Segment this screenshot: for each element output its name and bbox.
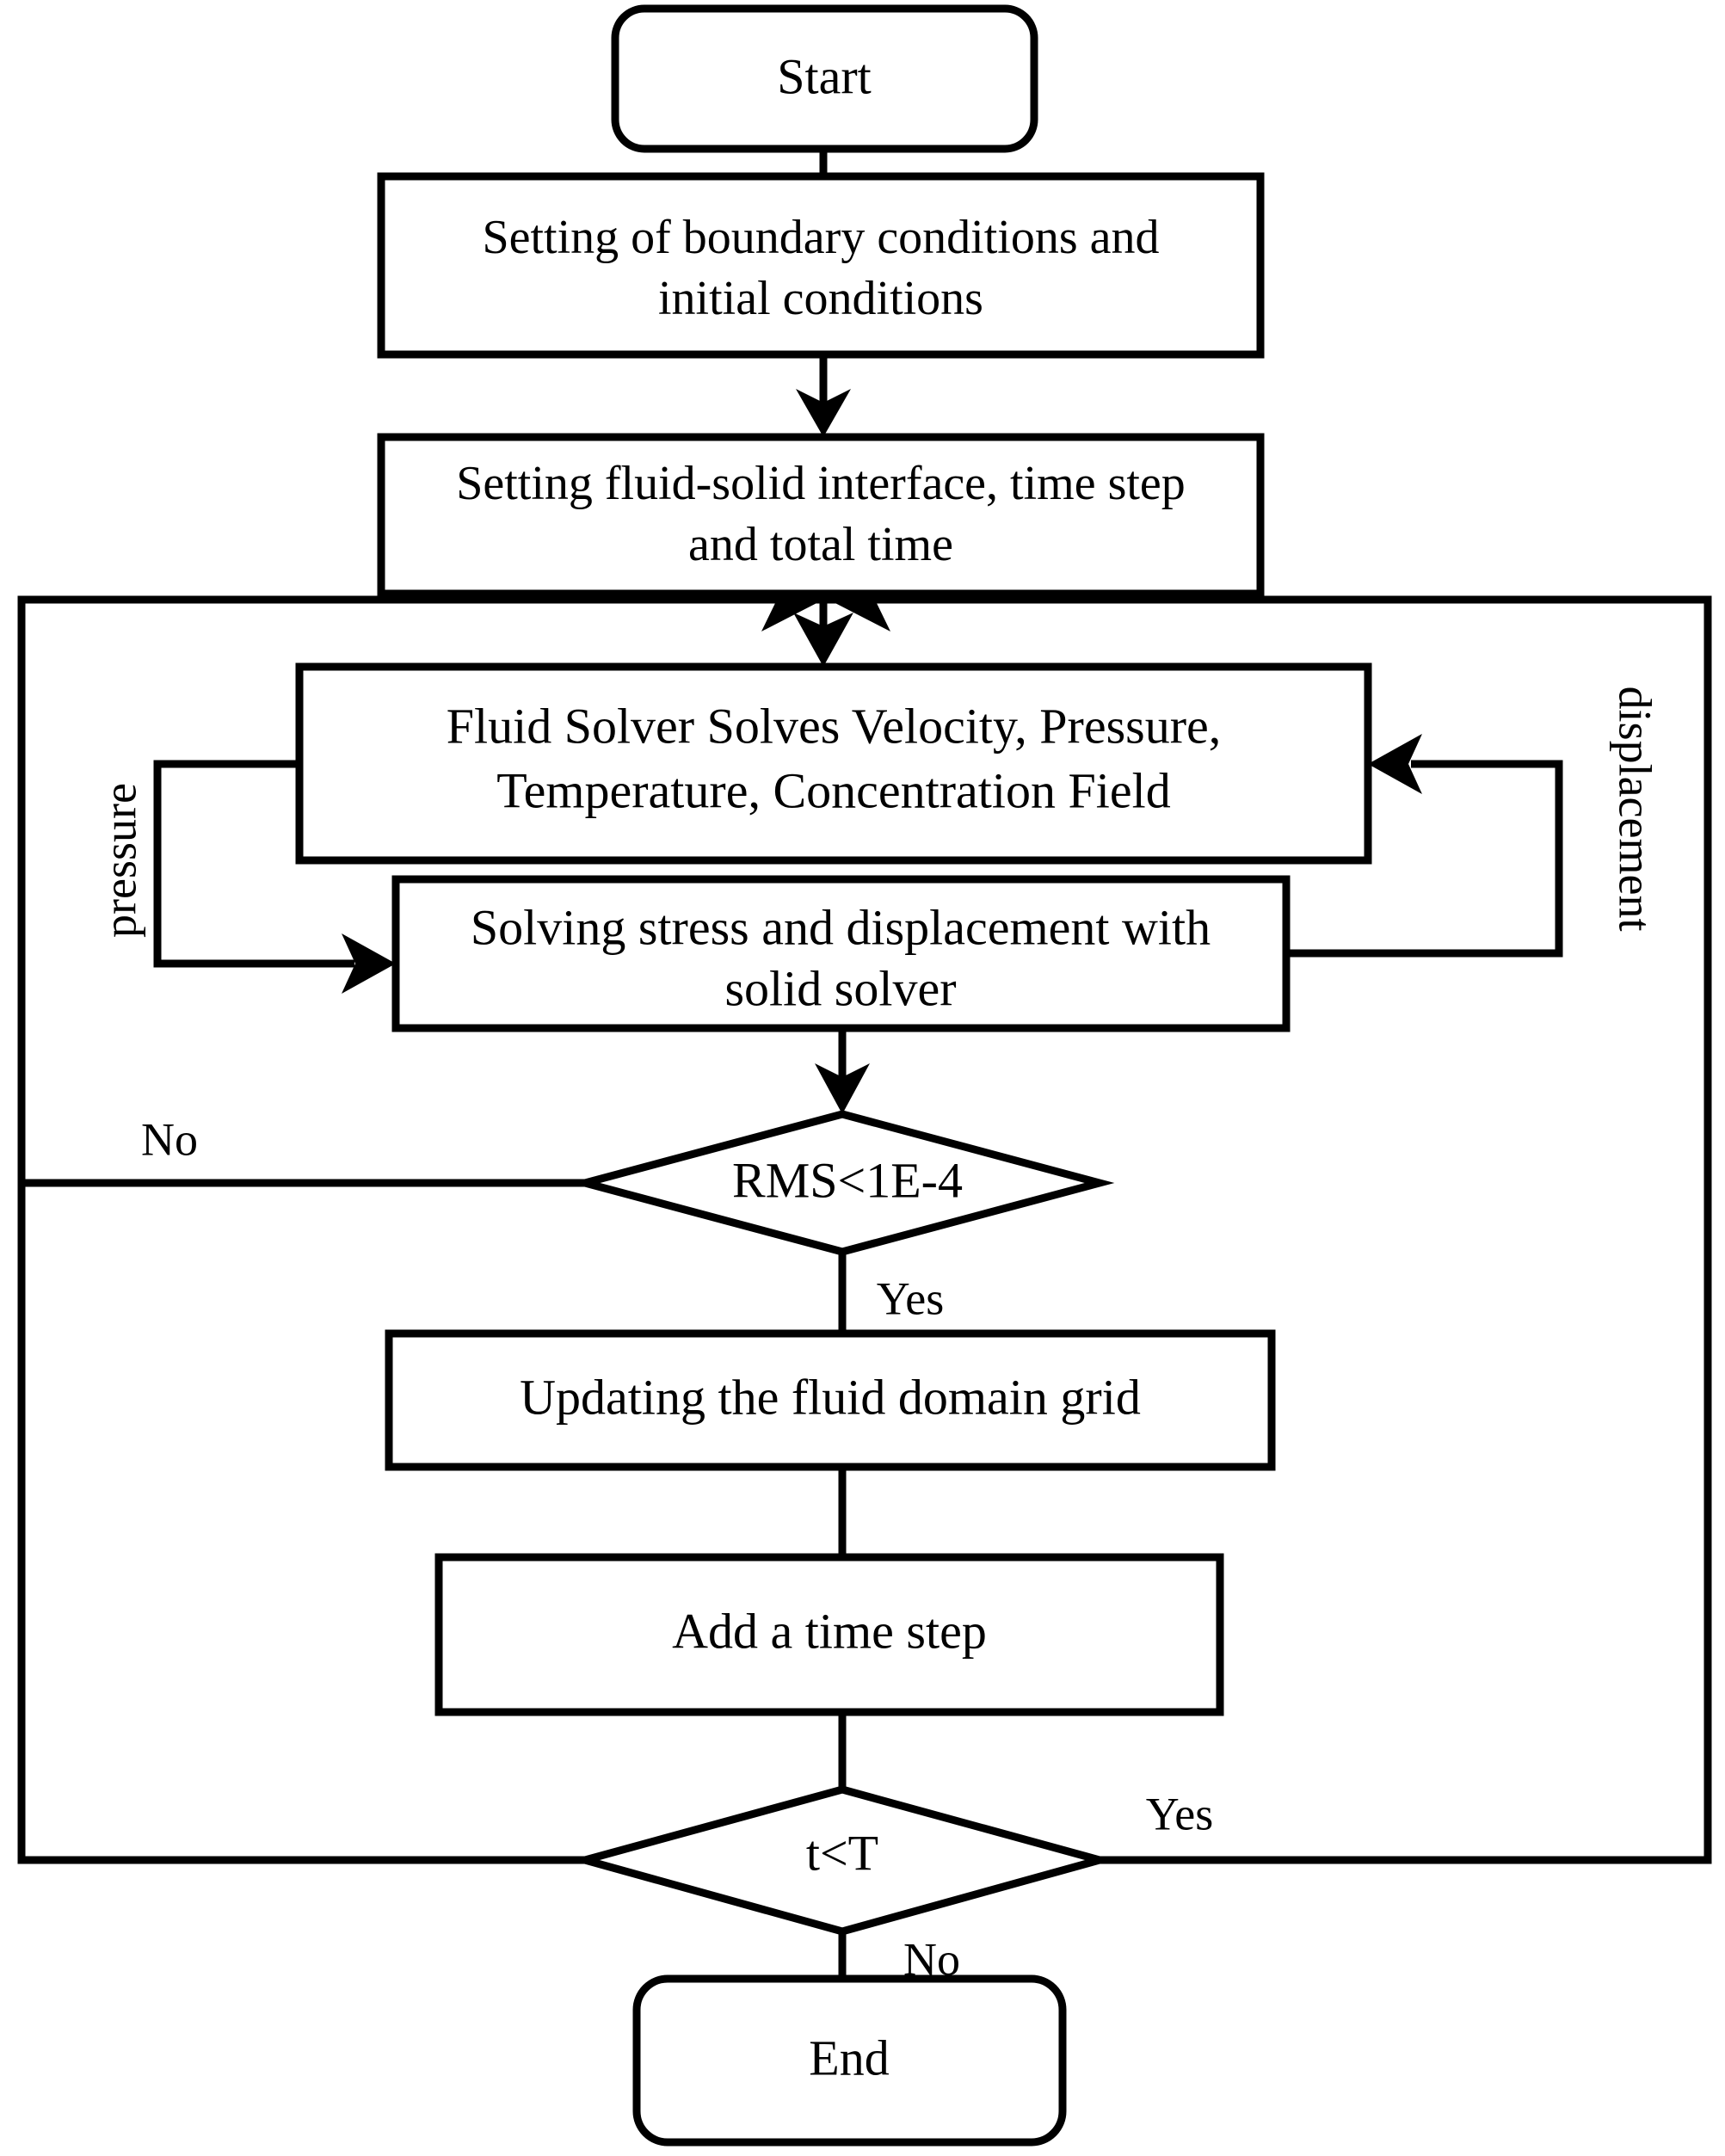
node-start-label: Start — [777, 48, 872, 104]
outer-loop-frame — [17, 595, 839, 1864]
arrowhead-down-to-rms — [815, 1063, 870, 1114]
arrowhead-right-pressure-to-solid — [342, 933, 396, 994]
node-solid-solver-line1: Solving stress and displacement with — [471, 899, 1211, 955]
arrowhead-left-displacement-to-fluid — [1368, 734, 1422, 794]
node-boundary-conditions[interactable] — [377, 172, 1265, 359]
node-end[interactable] — [632, 1974, 1067, 2147]
node-rms-decision[interactable] — [570, 1110, 1115, 1256]
node-boundary-conditions-line1: Setting of boundary conditions and — [482, 211, 1159, 264]
connector-pressure-path — [153, 760, 354, 968]
node-update-grid[interactable] — [385, 1329, 1276, 1471]
node-end-label: End — [809, 2030, 889, 2085]
node-fluid-solver-line1: Fluid Solver Solves Velocity, Pressure, — [447, 698, 1222, 754]
node-start[interactable] — [611, 4, 1038, 153]
edge-label-displacement: displacement — [1610, 687, 1661, 932]
node-add-time-step[interactable] — [434, 1553, 1224, 1716]
node-time-decision-label: t<T — [806, 1825, 878, 1881]
edge-label-rms-no: No — [141, 1113, 198, 1165]
node-interface-setup-line2: and total time — [688, 518, 953, 571]
edge-label-rms-yes: Yes — [877, 1272, 945, 1324]
node-boundary-conditions-line2: initial conditions — [658, 272, 983, 325]
node-update-grid-label: Updating the fluid domain grid — [520, 1369, 1141, 1425]
edge-label-time-yes: Yes — [1146, 1788, 1214, 1839]
node-solid-solver-line2: solid solver — [724, 960, 956, 1016]
connector-displacement-path — [1286, 760, 1563, 958]
node-fluid-solver-line2: Temperature, Concentration Field — [496, 762, 1171, 818]
node-interface-setup-line1: Setting fluid-solid interface, time step — [456, 457, 1186, 510]
node-rms-decision-label: RMS<1E-4 — [732, 1152, 963, 1208]
node-fluid-solver[interactable] — [295, 662, 1372, 865]
node-time-decision[interactable] — [570, 1785, 1114, 1936]
edge-label-time-no: No — [903, 1933, 960, 1985]
node-add-time-step-label: Add a time step — [672, 1603, 987, 1659]
edge-label-pressure: pressure — [94, 783, 145, 938]
node-solid-solver[interactable] — [391, 875, 1291, 1032]
arrowhead-down-to-fluid-solver — [793, 613, 853, 667]
arrowhead-down-boundary-to-interface — [796, 389, 851, 437]
node-interface-setup[interactable] — [377, 433, 1265, 598]
